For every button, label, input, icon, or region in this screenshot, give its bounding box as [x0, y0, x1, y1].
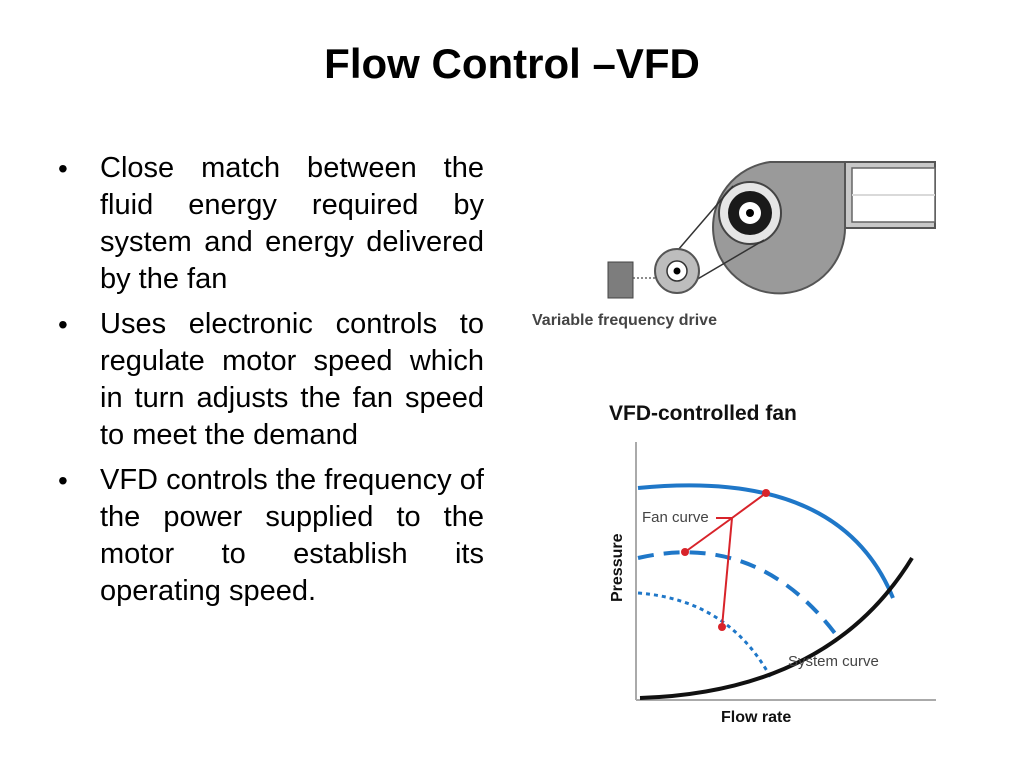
fan-curve-high: [637, 483, 895, 599]
system-curve-label: System curve: [788, 653, 879, 670]
motor-pulley-icon: [654, 248, 700, 294]
bullet-item: • Uses electronic controls to regulate m…: [58, 306, 484, 454]
slide-title: Flow Control –VFD: [324, 40, 700, 87]
operating-point: [681, 548, 689, 556]
fan-hub-icon: [718, 181, 782, 245]
x-axis-label: Flow rate: [721, 709, 791, 726]
bullet-marker: •: [58, 465, 68, 496]
operating-point: [718, 623, 726, 631]
bullet-marker: •: [58, 153, 68, 184]
duct-pipe: [834, 161, 936, 229]
fan-illustration: [607, 161, 936, 299]
y-axis-label: Pressure: [609, 533, 626, 602]
system-curve: [639, 556, 914, 700]
fan-curve-mid: [637, 550, 842, 642]
operating-point: [762, 489, 770, 497]
fan-curve-label: Fan curve: [642, 509, 709, 526]
bullet-item: • Close match between the fluid energy r…: [58, 150, 484, 298]
bullet-text: Uses electronic controls to regulate mot…: [100, 308, 484, 451]
fan-curve-low: [637, 591, 774, 681]
bullet-marker: •: [58, 309, 68, 340]
vfd-label: Variable frequency drive: [532, 312, 717, 329]
bullet-text: VFD controls the frequency of the power …: [100, 464, 484, 607]
fan-curve-diagram: Fan curve System curve Pressure Flow rat…: [609, 442, 936, 726]
fan-curve-annotation: [681, 489, 770, 631]
motor-icon: [607, 261, 634, 299]
bullet-text: Close match between the fluid energy req…: [100, 152, 484, 295]
chart-title: VFD-controlled fan: [609, 402, 797, 425]
bullet-list: • Close match between the fluid energy r…: [58, 150, 484, 618]
bullet-item: • VFD controls the frequency of the powe…: [58, 462, 484, 610]
